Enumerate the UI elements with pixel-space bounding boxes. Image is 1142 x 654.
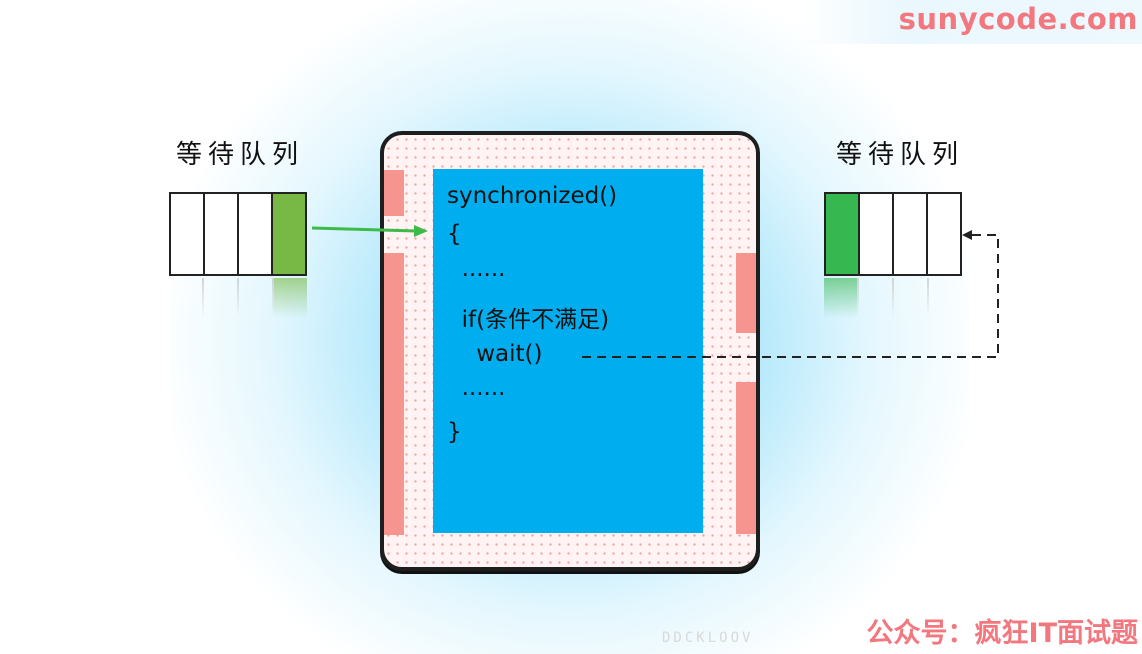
right-queue-reflection <box>824 278 962 318</box>
faint-watermark: DDCKLOOV <box>662 630 754 646</box>
code-line-open-brace: { <box>447 221 462 247</box>
top-band <box>800 0 1142 44</box>
monitor-left-bar-top <box>384 170 404 216</box>
queue-cell <box>928 194 960 274</box>
monitor-right-bar-top <box>736 253 756 333</box>
queue-cell <box>860 194 894 274</box>
wait-arrow <box>582 230 999 358</box>
enter-arrow <box>311 225 428 237</box>
brand-watermark: sunycode.com <box>898 2 1138 36</box>
reflection-highlight <box>824 278 859 318</box>
left-wait-queue <box>169 192 307 276</box>
queue-cell-highlighted <box>826 194 860 274</box>
left-queue-reflection <box>169 278 307 318</box>
code-line-if-condition: if(条件不满足) <box>447 307 610 333</box>
code-line-ellipsis-1: ...... <box>447 256 506 282</box>
code-line-wait: wait() <box>447 341 543 367</box>
code-line-close-brace: } <box>447 419 462 445</box>
monitor-left-bar-bottom <box>384 253 404 535</box>
code-panel <box>433 169 703 533</box>
queue-cell <box>894 194 928 274</box>
queue-cell <box>171 194 205 274</box>
code-line-ellipsis-2: ...... <box>447 375 506 401</box>
queue-cell <box>205 194 239 274</box>
queue-cell-highlighted <box>273 194 305 274</box>
code-line-synchronized: synchronized() <box>447 183 618 209</box>
left-queue-title: 等待队列 <box>176 140 305 170</box>
right-wait-queue <box>824 192 962 276</box>
right-queue-title: 等待队列 <box>836 140 965 170</box>
reflection-highlight <box>274 278 307 318</box>
queue-cell <box>239 194 273 274</box>
footer-watermark: 公众号：疯狂IT面试题 <box>866 618 1138 649</box>
monitor-right-bar-bottom <box>736 382 756 534</box>
